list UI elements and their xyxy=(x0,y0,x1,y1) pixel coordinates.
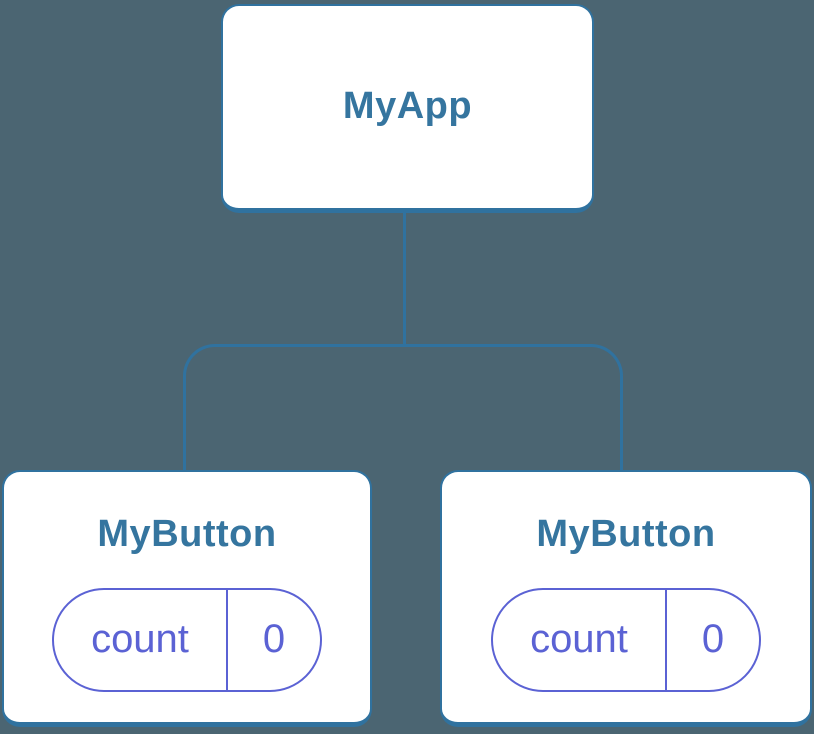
connector-branch xyxy=(183,344,623,470)
tree-node-myapp: MyApp xyxy=(221,4,594,213)
node-label-mybutton-right: MyButton xyxy=(536,513,716,555)
state-pill-right: count 0 xyxy=(491,587,761,692)
node-label-mybutton-left: MyButton xyxy=(97,513,277,555)
state-value-left: 0 xyxy=(262,617,286,662)
tree-node-mybutton-right: MyButton count 0 xyxy=(440,470,812,727)
tree-node-mybutton-left: MyButton count 0 xyxy=(2,470,372,727)
state-key-left: count xyxy=(54,589,228,690)
state-key-right: count xyxy=(493,589,667,690)
node-label-myapp: MyApp xyxy=(342,85,473,128)
connector-parent-stem xyxy=(403,211,406,347)
state-value-right: 0 xyxy=(701,617,725,662)
state-pill-left: count 0 xyxy=(52,587,322,692)
